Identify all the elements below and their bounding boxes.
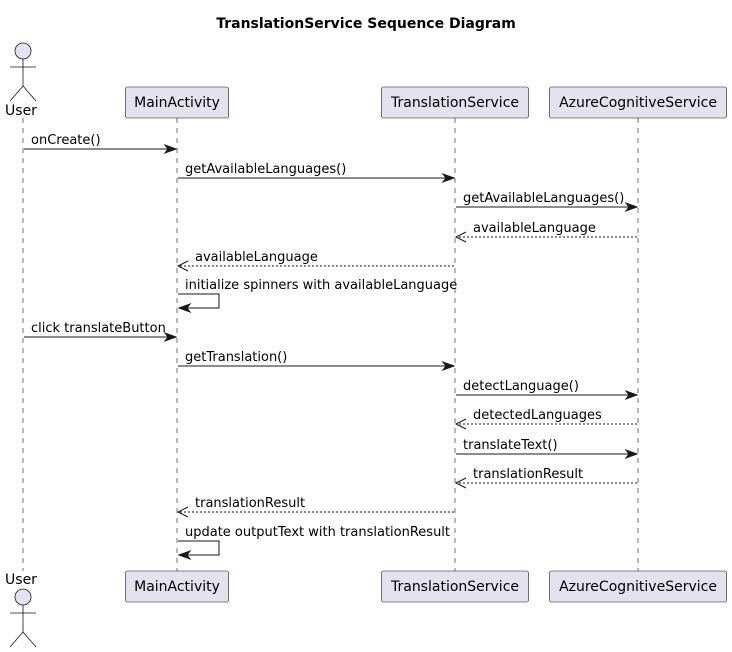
arrow-head	[454, 231, 467, 243]
arrow-head	[454, 418, 467, 430]
actor-leg-right	[22, 85, 37, 102]
message-11: translateText()	[456, 438, 639, 460]
message-5: availableLanguage	[176, 250, 454, 272]
message-4: availableLanguage	[454, 221, 637, 243]
participant-azure-bottom: AzureCognitiveService	[549, 570, 727, 603]
message-9: detectLanguage()	[456, 379, 639, 401]
arrow-head	[441, 360, 456, 372]
message-label: detectLanguage()	[463, 379, 579, 394]
participant-label: AzureCognitiveService	[559, 95, 717, 111]
participant-main-top: MainActivity	[125, 86, 229, 119]
participant-box	[125, 86, 229, 119]
message-6: initialize spinners with availableLangua…	[177, 278, 457, 314]
message-label: update outputText with translationResult	[185, 525, 450, 540]
message-8: getTranslation()	[178, 350, 456, 372]
arrow-head	[177, 549, 192, 561]
arrow-head	[163, 331, 178, 343]
message-label: translationResult	[473, 467, 583, 482]
arrow-head	[177, 302, 192, 314]
participant-svc-bottom: TranslationService	[381, 570, 529, 603]
message-label: getTranslation()	[185, 350, 287, 365]
message-3: getAvailableLanguages()	[456, 191, 639, 213]
message-10: detectedLanguages	[454, 408, 637, 430]
diagram-title: TranslationService Sequence Diagram	[216, 16, 516, 32]
actor-leg-right	[22, 631, 37, 648]
arrow-head	[624, 389, 639, 401]
participant-label: TranslationService	[390, 579, 519, 595]
message-1: onCreate()	[24, 133, 178, 155]
message-label: initialize spinners with availableLangua…	[185, 278, 457, 293]
actor-head	[14, 588, 32, 606]
arrow-head	[176, 260, 189, 272]
message-7: click translateButton	[24, 321, 178, 343]
arrow-head	[624, 448, 639, 460]
message-label: translationResult	[195, 496, 305, 511]
message-label: translateText()	[463, 438, 558, 453]
message-label: getAvailableLanguages()	[463, 191, 624, 206]
message-label: click translateButton	[31, 321, 166, 336]
message-label: detectedLanguages	[473, 408, 602, 423]
participant-box	[381, 86, 529, 119]
participant-box	[549, 86, 727, 119]
participant-label: MainActivity	[134, 95, 220, 111]
message-label: onCreate()	[31, 133, 101, 148]
participant-box	[125, 570, 229, 603]
message-label: availableLanguage	[195, 250, 318, 265]
arrow-head	[163, 143, 178, 155]
participant-label: AzureCognitiveService	[559, 579, 717, 595]
actor-label: User	[5, 103, 37, 119]
actor-leg-left	[9, 631, 24, 648]
arrow-head	[624, 201, 639, 213]
participant-box	[381, 570, 529, 603]
self-message-line	[178, 540, 220, 556]
message-12: translationResult	[454, 467, 637, 489]
self-message-line	[178, 293, 220, 309]
actor-leg-left	[9, 85, 24, 102]
arrow-head	[176, 506, 189, 518]
message-2: getAvailableLanguages()	[178, 162, 456, 184]
actor-head	[14, 42, 32, 60]
participant-label: TranslationService	[390, 95, 519, 111]
participant-main-bottom: MainActivity	[125, 570, 229, 603]
message-label: availableLanguage	[473, 221, 596, 236]
message-label: getAvailableLanguages()	[185, 162, 346, 177]
participant-label: MainActivity	[134, 579, 220, 595]
message-14: update outputText with translationResult	[177, 525, 450, 561]
actor-user-top: User	[5, 42, 37, 119]
arrow-head	[454, 477, 467, 489]
participant-svc-top: TranslationService	[381, 86, 529, 119]
actor-label: User	[5, 572, 37, 588]
arrow-head	[441, 172, 456, 184]
actor-user-bottom: User	[5, 572, 37, 648]
message-13: translationResult	[176, 496, 454, 518]
participant-box	[549, 570, 727, 603]
participant-azure-top: AzureCognitiveService	[549, 86, 727, 119]
